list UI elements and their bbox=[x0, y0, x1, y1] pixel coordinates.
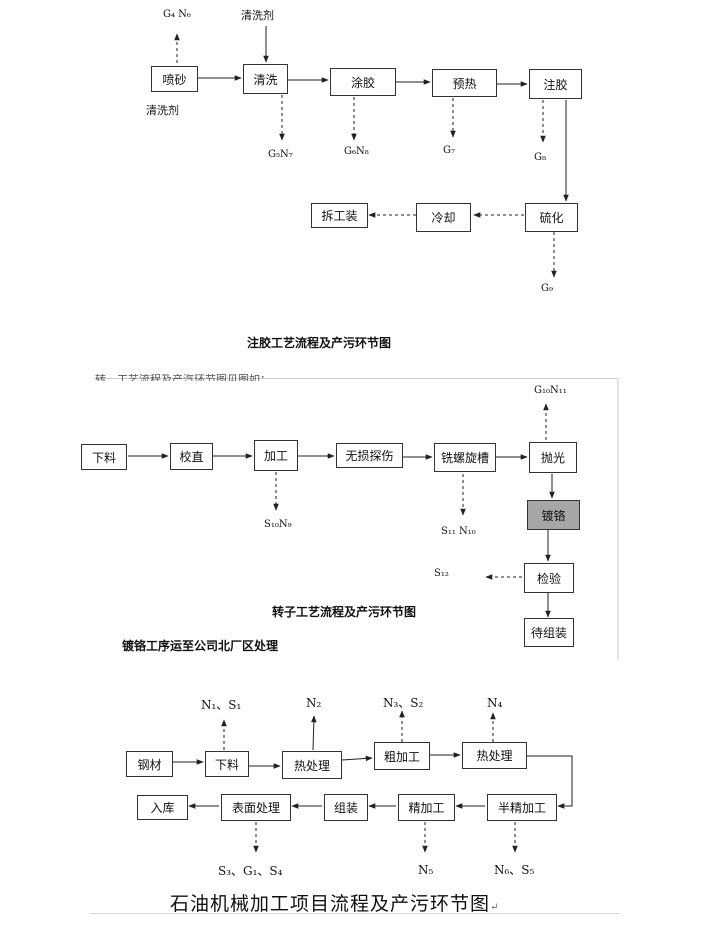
label-n1s1: N₁、S₁ bbox=[201, 698, 242, 712]
label-g6n8: G₆N₈ bbox=[344, 146, 369, 157]
label-g5n7: G₅N₇ bbox=[268, 149, 293, 160]
box-inspect: 检验 bbox=[524, 563, 574, 593]
label-s12: S₁₂ bbox=[434, 568, 449, 579]
section-divider-bottom bbox=[90, 913, 620, 914]
box-heat-treatment-2: 热处理 bbox=[462, 742, 527, 769]
text-fragment-top: 转、工艺流程及产汽环节图见图如： bbox=[95, 374, 271, 381]
label-cleaner-in: 清洗剂 bbox=[241, 9, 274, 22]
label-g10n11: G₁₀N₁₁ bbox=[534, 385, 567, 396]
box-sandblast: 喷砂 bbox=[151, 66, 198, 92]
caption-rotor-process: 转子工艺流程及产污环节图 bbox=[272, 605, 417, 619]
label-n6s5: N₆、S₅ bbox=[494, 863, 535, 877]
label-g8: G₈ bbox=[534, 152, 546, 163]
box-semi-finish-machining: 半精加工 bbox=[487, 794, 557, 821]
box-blanking: 下料 bbox=[81, 444, 127, 470]
box-surface-treatment: 表面处理 bbox=[221, 794, 291, 821]
box-heat-treatment-1: 热处理 bbox=[282, 751, 342, 779]
label-s11n10: S₁₁ N₁₀ bbox=[441, 526, 476, 537]
section-divider-top bbox=[95, 378, 619, 379]
label-s10n9: S₁₀N₉ bbox=[264, 519, 292, 530]
box-machining: 加工 bbox=[254, 440, 298, 471]
note-chrome-relocation: 镀铬工序运至公司北厂区处理 bbox=[122, 639, 279, 653]
box-steel: 钢材 bbox=[126, 751, 173, 777]
label-s3g1s4: S₃、G₁、S₄ bbox=[218, 864, 283, 878]
label-n5: N₅ bbox=[418, 863, 434, 877]
box-mill-groove: 铣螺旋槽 bbox=[434, 443, 496, 472]
label-n4: N₄ bbox=[487, 696, 503, 710]
box-finish-machining: 精加工 bbox=[398, 794, 455, 821]
label-n3s2: N₃、S₂ bbox=[383, 696, 424, 710]
paragraph-mark: ↵ bbox=[490, 902, 500, 913]
section-edge bbox=[617, 378, 619, 660]
box-preheat: 预热 bbox=[432, 69, 497, 97]
arrow-n2 bbox=[311, 715, 317, 751]
label-n2: N₂ bbox=[306, 696, 322, 710]
box-cool: 冷却 bbox=[416, 203, 471, 232]
box-rough-machining: 粗加工 bbox=[374, 742, 430, 770]
box-vulcanize: 硫化 bbox=[525, 203, 578, 232]
label-g9: G₉ bbox=[541, 283, 553, 294]
box-ndt: 无损探伤 bbox=[336, 443, 403, 468]
box-to-assemble: 待组装 bbox=[524, 618, 574, 647]
box-storage: 入库 bbox=[137, 795, 188, 820]
label-g7: G₇ bbox=[443, 145, 455, 156]
caption-text: 石油机械加工项目流程及产污环节图 bbox=[170, 893, 491, 915]
box-glue-coat: 涂胶 bbox=[330, 68, 396, 96]
box-disassemble: 拆工装 bbox=[311, 203, 368, 228]
box-assembly: 组装 bbox=[324, 794, 368, 821]
label-cleaner-below: 清洗剂 bbox=[146, 104, 179, 117]
arrow-heat1-rough bbox=[341, 755, 373, 762]
arrow-heat2-semifinish bbox=[527, 755, 573, 809]
box-chrome-plating: 镀铬 bbox=[527, 500, 580, 530]
box-straighten: 校直 bbox=[170, 443, 213, 470]
box-injection: 注胶 bbox=[529, 69, 582, 99]
box-polish: 抛光 bbox=[529, 442, 577, 473]
box-clean: 清洗 bbox=[243, 64, 288, 94]
label-g4n6: G₄ N₆ bbox=[163, 9, 191, 20]
box-blanking-3: 下料 bbox=[205, 751, 249, 777]
caption-injection-process: 注胶工艺流程及产污环节图 bbox=[247, 336, 392, 350]
caption-petroleum-machining: 石油机械加工项目流程及产污环节图↵ bbox=[170, 889, 499, 916]
